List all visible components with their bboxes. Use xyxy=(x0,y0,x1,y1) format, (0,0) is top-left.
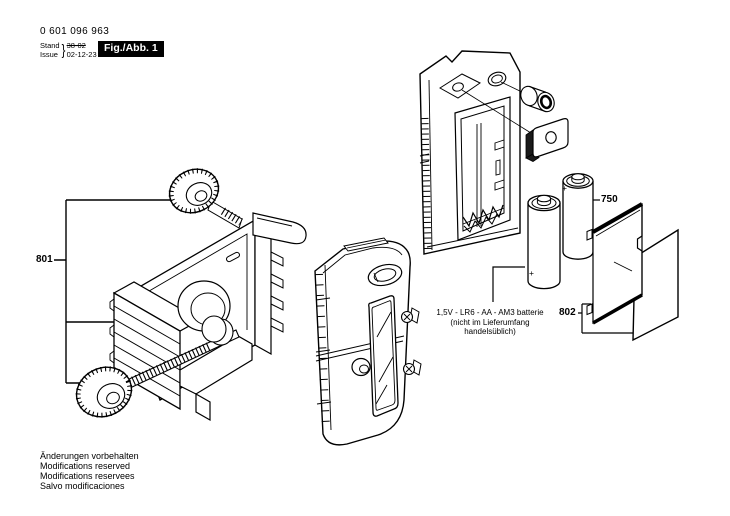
battery-cover-plate xyxy=(586,202,643,325)
footer-note-en: Modifications reserved xyxy=(40,461,131,471)
receiver-indicator-oval xyxy=(367,263,403,287)
footer-note-de: Änderungen vorbehalten xyxy=(40,451,139,461)
callout-750: 750 xyxy=(601,194,618,205)
leader-battery-note xyxy=(492,266,525,302)
figure-label-box: Fig./Abb. 1 xyxy=(98,41,164,57)
stand-label: Stand xyxy=(40,41,60,50)
leader-802 xyxy=(578,303,633,334)
footer-note-es: Salvo modificaciones xyxy=(40,481,125,491)
receiver-side-knob xyxy=(351,357,371,377)
battery-note: 1,5V - LR6 - AA - AM3 batterie (nicht im… xyxy=(425,308,555,337)
battery-compartment xyxy=(454,96,511,241)
footer-note-fr: Modifications reservees xyxy=(40,471,135,481)
receiver-scale-ticks xyxy=(315,264,332,431)
battery-plus-mark: + xyxy=(562,183,567,193)
battery-rear xyxy=(562,173,594,260)
figure-label: Fig./Abb. 1 xyxy=(104,42,158,54)
current-date: 02-12-23 xyxy=(66,49,97,59)
receiver-screw-upper xyxy=(400,307,420,324)
part-number: 0 601 096 963 xyxy=(40,26,110,37)
footer-notes: Änderungen vorbehalten Modifications res… xyxy=(40,451,139,491)
grommet-part xyxy=(520,85,555,113)
receiver-window xyxy=(368,295,399,417)
callout-801: 801 xyxy=(36,254,53,265)
battery-front xyxy=(527,194,561,290)
issue-label: Issue xyxy=(40,49,58,59)
laser-receiver-front xyxy=(314,237,422,446)
revision-block: Stand Issue } 38-02 02-12-23 xyxy=(40,42,97,58)
revision-brace: } xyxy=(61,41,65,59)
clamp-screw-rod xyxy=(126,315,240,389)
upper-clamp-knob xyxy=(168,168,244,229)
protective-sheet xyxy=(632,228,679,342)
lower-clamp-knob xyxy=(75,366,133,418)
superseded-date: 38-02 xyxy=(66,41,86,50)
battery-note-line-1: 1,5V - LR6 - AA - AM3 batterie xyxy=(436,308,544,317)
magnet-part xyxy=(525,118,569,162)
receiver-back-view xyxy=(419,50,532,255)
receiver-top-ridge xyxy=(343,237,389,252)
battery-plus-mark: + xyxy=(529,268,534,278)
battery-note-line-2: (nicht im Lieferumfang handelsüblich) xyxy=(450,317,530,337)
receiver-screw-lower xyxy=(402,359,422,376)
clamp-block xyxy=(109,281,253,422)
callout-802: 802 xyxy=(559,307,576,318)
clamp-assembly-801 xyxy=(75,168,307,422)
